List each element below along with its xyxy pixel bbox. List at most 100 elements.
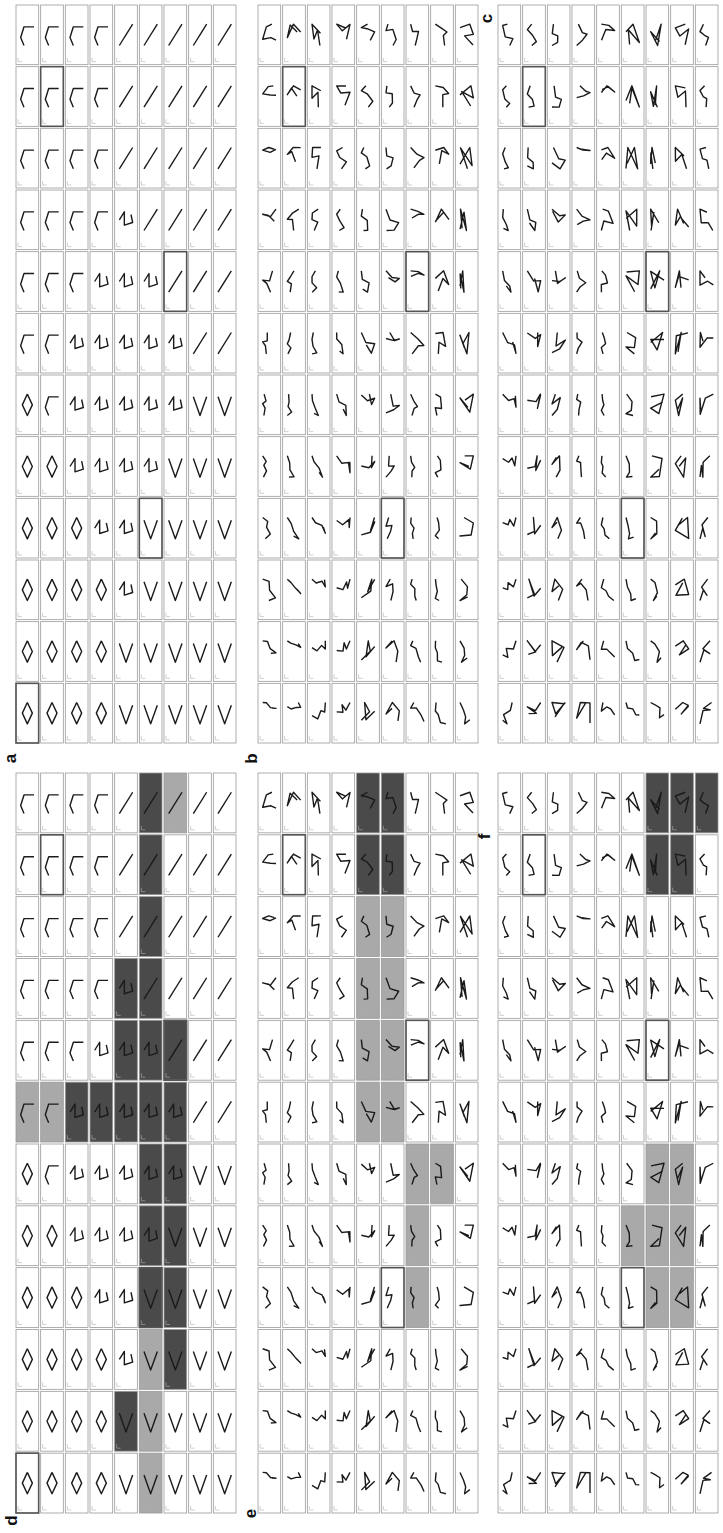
axis-tick: [574, 674, 578, 678]
map-cell: [41, 773, 64, 833]
stick-figure: [193, 209, 206, 230]
axis-tick: [549, 428, 553, 432]
map-cell: [498, 5, 521, 65]
axis-tick: [383, 950, 387, 954]
map-cell: [381, 835, 404, 895]
stick-figure: [144, 916, 157, 937]
stick-figure: [337, 641, 350, 651]
axis-tick: [383, 736, 387, 740]
cell-frame: [646, 128, 669, 188]
map-cell: [523, 5, 546, 65]
axis-tick: [215, 1321, 219, 1325]
axis-tick: [117, 1135, 121, 1139]
axis-tick: [648, 58, 652, 62]
map-cell: [41, 959, 64, 1019]
cell-frame: [357, 128, 380, 188]
map-cell: [213, 1330, 236, 1390]
map-cell: [646, 190, 669, 250]
stick-figure: [218, 1228, 231, 1247]
stick-figure: [263, 978, 276, 990]
stick-figure: [411, 209, 424, 218]
map-cell: [357, 5, 380, 65]
stick-figure: [527, 86, 534, 107]
map-cell: [283, 1082, 306, 1142]
map-cell: [332, 683, 355, 743]
axis-tick: [67, 826, 71, 830]
cell-frame: [307, 67, 330, 127]
map-cell: [189, 375, 212, 435]
cell-frame: [523, 190, 546, 250]
stick-figure: [527, 24, 536, 45]
axis-tick: [549, 489, 553, 493]
map-cell: [65, 1453, 88, 1513]
axis-tick: [92, 888, 96, 892]
axis-tick: [215, 1444, 219, 1448]
stick-figure: [411, 333, 424, 354]
axis-tick: [549, 366, 553, 370]
stick-figure: [337, 978, 344, 999]
axis-tick: [18, 58, 22, 62]
stick-figure: [601, 579, 613, 600]
map-cell: [139, 1268, 162, 1328]
map-cell: [189, 1330, 212, 1390]
stick-figure: [95, 273, 108, 286]
axis-tick: [599, 489, 603, 493]
stick-figure: [312, 703, 325, 719]
map-cell: [65, 683, 88, 743]
map-cell: [431, 773, 454, 833]
axis-tick: [673, 304, 677, 308]
map-cell: [332, 437, 355, 497]
axis-tick: [549, 674, 553, 678]
stick-figure: [95, 1228, 108, 1241]
cell-frame: [189, 622, 212, 682]
map-cell: [332, 1144, 355, 1204]
cell-frame: [431, 897, 454, 957]
stick-figure: [527, 394, 540, 408]
map-cell: [357, 437, 380, 497]
stick-figure: [700, 86, 707, 107]
cell-frame: [671, 375, 694, 435]
axis-tick: [525, 489, 529, 493]
cell-frame: [357, 190, 380, 250]
stick-figure: [119, 1413, 132, 1432]
map-cell: [189, 560, 212, 620]
stick-figure: [22, 394, 32, 415]
stick-figure: [675, 518, 688, 539]
map-cell: [621, 498, 644, 558]
stick-figure: [337, 916, 347, 937]
map-cell: [357, 498, 380, 558]
axis-tick: [285, 489, 289, 493]
map-cell: [189, 1082, 212, 1142]
stick-figure: [263, 1163, 266, 1184]
cell-frame: [695, 190, 718, 250]
map-cell: [671, 683, 694, 743]
stick-figure: [626, 579, 636, 600]
axis-tick: [599, 551, 603, 555]
map-cell: [572, 5, 595, 65]
map-cell: [258, 313, 281, 373]
map-cell: [695, 560, 718, 620]
axis-tick: [141, 1073, 145, 1077]
stick-figure: [193, 978, 206, 999]
axis-tick: [673, 181, 677, 185]
map-cell: [455, 1082, 478, 1142]
map-cell: [357, 773, 380, 833]
map-cell: [90, 959, 113, 1019]
axis-tick: [599, 304, 603, 308]
axis-tick: [697, 613, 701, 617]
cell-frame: [115, 1144, 138, 1204]
map-cell: [41, 1206, 64, 1266]
map-cell: [213, 5, 236, 65]
stick-figure: [193, 1166, 206, 1185]
stick-figure: [193, 916, 206, 937]
map-cell: [357, 190, 380, 250]
cell-frame: [695, 437, 718, 497]
cell-frame: [357, 313, 380, 373]
map-cell: [671, 560, 694, 620]
map-cell: [597, 252, 620, 312]
axis-tick: [215, 243, 219, 247]
map-cell: [213, 622, 236, 682]
axis-tick: [92, 243, 96, 247]
cell-frame: [381, 67, 404, 127]
axis-tick: [67, 613, 71, 617]
